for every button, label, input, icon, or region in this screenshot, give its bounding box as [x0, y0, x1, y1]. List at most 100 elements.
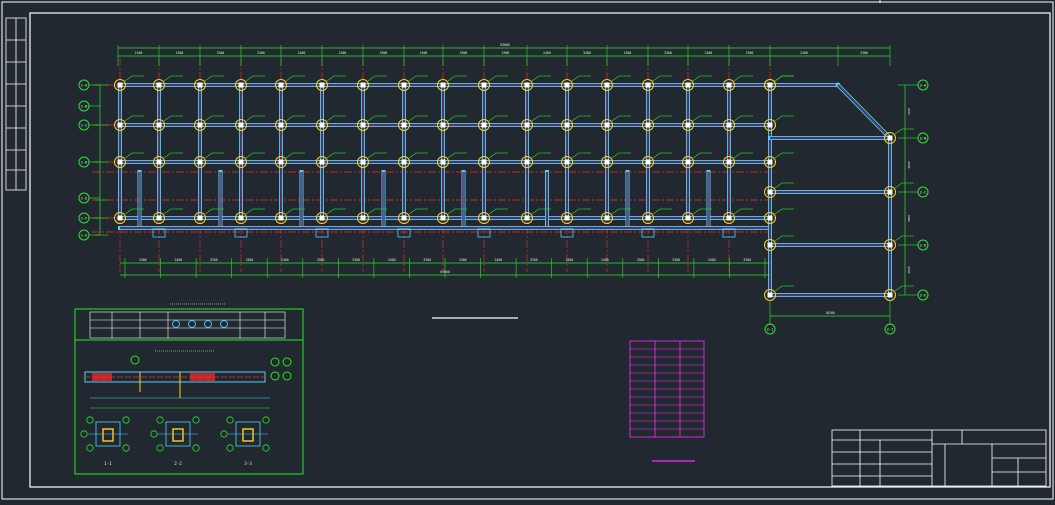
wing-column-5-column: [887, 292, 893, 298]
stair-cap-11: [560, 228, 574, 238]
column-r1-c6-column: [360, 122, 366, 128]
bottom-dim-label-8: 3300: [423, 258, 431, 262]
right-dim-label-1: 4800: [907, 161, 911, 168]
column-r3-c16-column: [767, 215, 773, 221]
column-r2-c0-pile: [114, 156, 126, 168]
column-r1-c10-column: [524, 122, 530, 128]
column-r0-c9-pile: [478, 79, 490, 91]
right-axis-label-1: 2-B: [920, 137, 927, 141]
column-r3-c16-leader: [774, 208, 783, 215]
right-dim-label-3: 3600: [907, 266, 911, 273]
left-axis-bubble-2: [78, 119, 90, 131]
column-r2-c0-column: [117, 159, 123, 165]
column-r3-c2-leader: [204, 208, 213, 215]
column-r1-c5-column: [319, 122, 325, 128]
column-r2-c7-column: [401, 159, 407, 165]
column-r0-c13-column: [645, 82, 651, 88]
column-r2-c7-pile: [398, 156, 410, 168]
column-r3-c11-pile: [561, 212, 573, 224]
right-axis-label-0: 2-A: [920, 84, 927, 88]
bottom-dim-label-2: 3300: [210, 258, 218, 262]
column-r2-c16-column: [767, 159, 773, 165]
column-r2-c15-leader: [733, 152, 742, 159]
column-r3-c4-pile: [275, 212, 287, 224]
column-r2-c6-leader: [367, 152, 376, 159]
column-r3-c3-pile: [235, 212, 247, 224]
left-axis-label-0: 1-A: [81, 84, 88, 88]
bottom-dim-label-3: 3300: [246, 258, 254, 262]
wing-beam-diagonal-center: [837, 84, 891, 139]
column-r0-c3-column: [238, 82, 244, 88]
column-r3-c10-column: [524, 215, 530, 221]
column-r3-c15-column: [726, 215, 732, 221]
wing-axis-label-0: 2-1: [767, 328, 774, 332]
column-r0-c14-leader: [692, 75, 701, 82]
pile-symbols: [172, 320, 228, 328]
column-r3-c15-pile: [723, 212, 735, 224]
column-r2-c15-pile: [723, 156, 735, 168]
column-r0-c11-column: [564, 82, 570, 88]
column-r2-c8-column: [440, 159, 446, 165]
section-0-bubble-4: [80, 430, 88, 438]
column-r3-c1-pile: [153, 212, 165, 224]
column-r1-c4-leader: [285, 115, 294, 122]
column-r0-c11-leader: [571, 75, 580, 82]
column-r3-c16-pile: [764, 212, 776, 224]
column-r0-c0-leader: [124, 75, 133, 82]
column-r3-c10-leader: [531, 208, 540, 215]
column-r3-c9-leader: [488, 208, 497, 215]
column-r1-c6-leader: [367, 115, 376, 122]
column-r3-c0-column: [117, 215, 123, 221]
section-0-bubble-2: [86, 444, 94, 452]
column-r0-c7-column: [401, 82, 407, 88]
column-r2-c3-pile: [235, 156, 247, 168]
right-axis-bubble-0: [917, 79, 929, 91]
column-r0-c14-pile: [682, 79, 694, 91]
section-0-bubble-1: [122, 416, 130, 424]
right-axis-bubble-3: [917, 239, 929, 251]
section-0-bubble-3: [122, 444, 130, 452]
column-r2-c6-pile: [357, 156, 369, 168]
left-axis-bubble-0: [78, 79, 90, 91]
wing-column-7-column: [767, 242, 773, 248]
column-r2-c9-column: [481, 159, 487, 165]
column-r1-c5-leader: [326, 115, 335, 122]
column-r2-c7-leader: [408, 152, 417, 159]
right-axis-label-4: 2-E: [920, 294, 927, 298]
column-r3-c14-pile: [682, 212, 694, 224]
column-r1-c4-pile: [275, 119, 287, 131]
section-label-1: 2-2: [174, 461, 182, 466]
section-2-bubble-4: [220, 430, 228, 438]
column-r3-c0-pile: [114, 212, 126, 224]
bottom-dim-label-6: 3300: [352, 258, 360, 262]
column-r2-c9-pile: [478, 156, 490, 168]
stair-cap-13: [641, 228, 655, 238]
wing-bottom-dim-label: 10200: [825, 311, 835, 315]
column-r1-c14-column: [685, 122, 691, 128]
column-r0-c6-pile: [357, 79, 369, 91]
column-r0-c7-leader: [408, 75, 417, 82]
bottom-dim-label-0: 3300: [139, 258, 147, 262]
column-r0-c12-column: [604, 82, 610, 88]
column-r0-c5-column: [319, 82, 325, 88]
left-axis-bubble-1: [78, 100, 90, 112]
column-r3-c9-pile: [478, 212, 490, 224]
left-dimension-chain: [95, 84, 108, 236]
stair-cap-3: [234, 228, 248, 238]
column-r2-c4-leader: [285, 152, 294, 159]
column-r0-c6-leader: [367, 75, 376, 82]
left-axis-bubble-3: [78, 156, 90, 168]
section-label-0: 1-1: [104, 461, 112, 466]
column-r2-c8-pile: [437, 156, 449, 168]
section-column-1: [172, 428, 184, 442]
top-dim-label-6: 3300: [380, 51, 388, 55]
column-r1-c12-column: [604, 122, 610, 128]
column-r2-c8-leader: [447, 152, 456, 159]
column-r3-c7-leader: [408, 208, 417, 215]
column-r0-c5-pile: [316, 79, 328, 91]
column-r0-c1-pile: [153, 79, 165, 91]
section-label-2: 3-3: [244, 461, 252, 466]
column-r0-c11-pile: [561, 79, 573, 91]
column-r3-c6-pile: [357, 212, 369, 224]
